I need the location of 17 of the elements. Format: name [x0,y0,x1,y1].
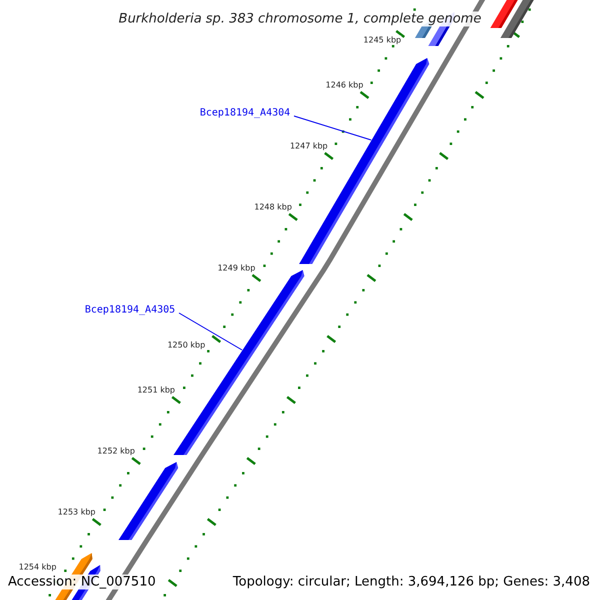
tick-label: 1249 kbp [218,264,256,272]
tick-label: 1254 kbp [18,562,56,572]
accession-text: Accession: NC_007510 [8,574,156,590]
tick-label: 1251 kbp [137,386,176,394]
tick-label: 1253 kbp [58,508,96,516]
gene-label: Bcep18194_A4305 [84,304,176,316]
tick-label: 1245 kbp [363,36,402,44]
title: Burkholderia sp. 383 chromosome 1, complete genome [118,12,482,26]
tick-label: 1246 kbp [326,80,364,90]
tick-label: 1248 kbp [254,202,292,212]
gene-label: Bcep18194_A4304 [200,108,290,118]
tick-label: 1252 kbp [97,446,135,456]
leader-line [294,116,372,140]
genome-stats-text: Topology: circular; Length: 3,694,126 bp; Genes: 3,408 [232,574,590,590]
tick-label: 1250 kbp [167,340,206,350]
tick-label: 1247 kbp [290,142,328,150]
leader-line [178,312,243,350]
